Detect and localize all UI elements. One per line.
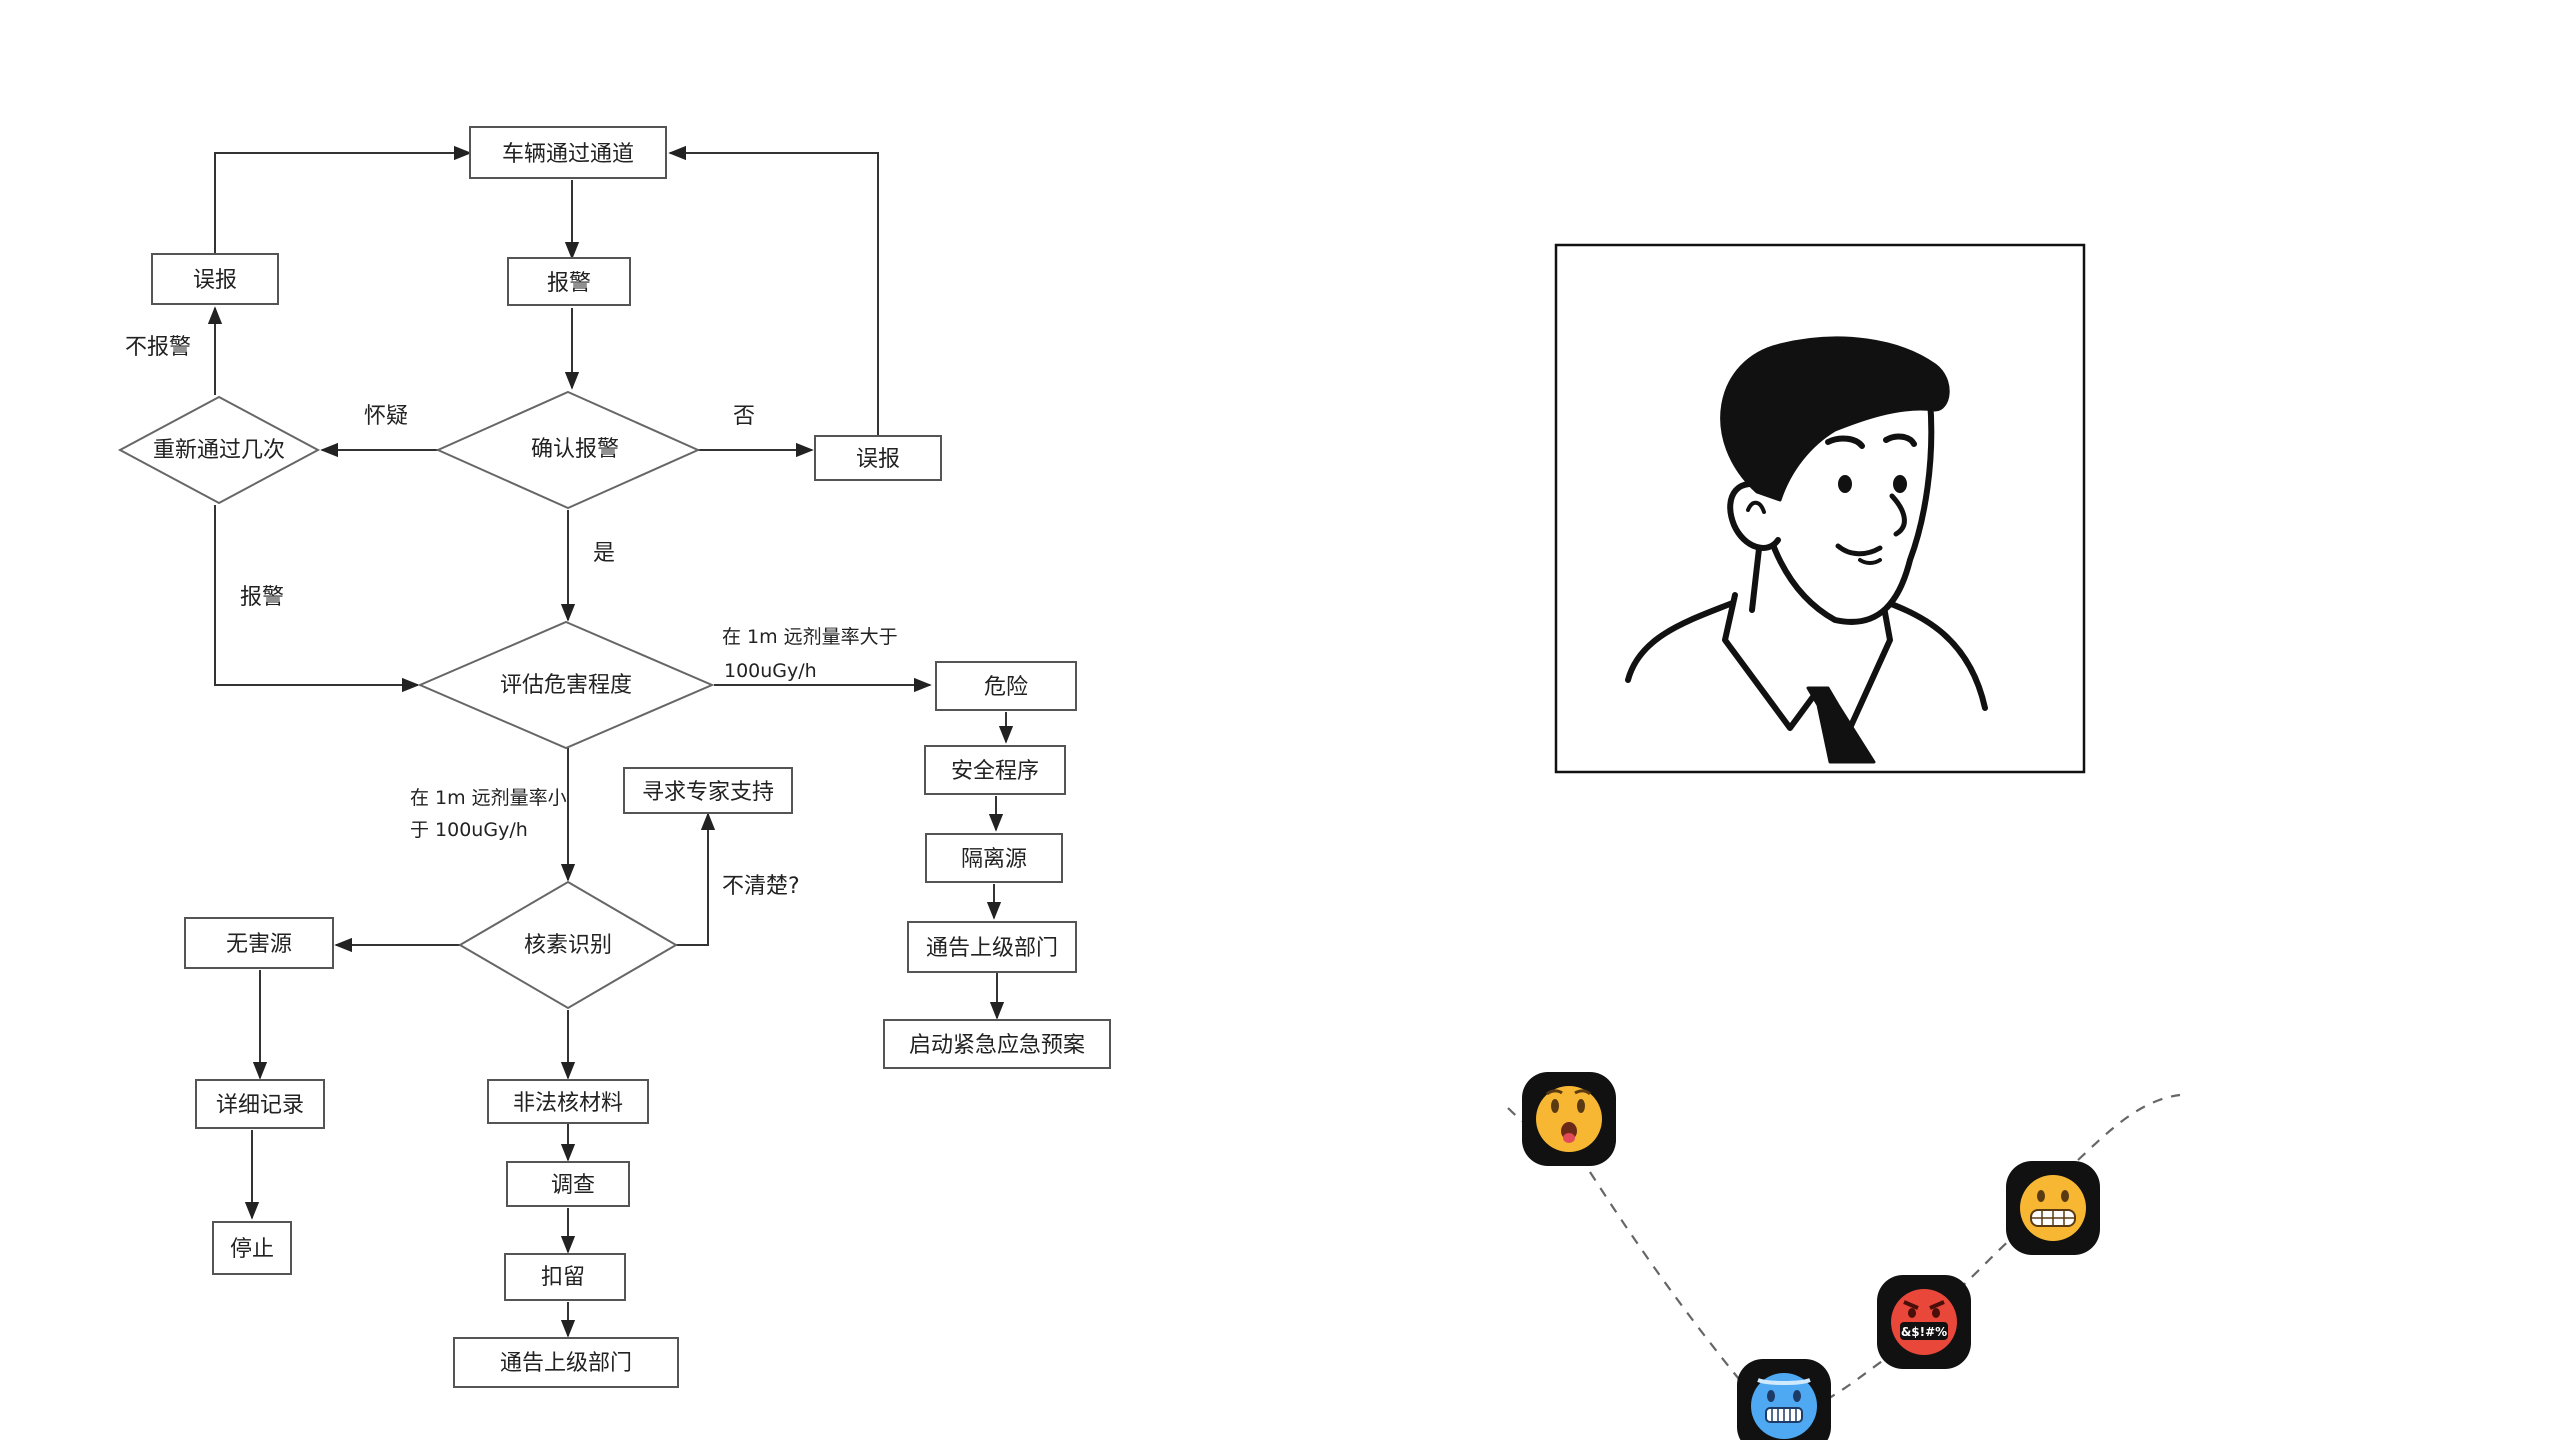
edge-nuclide-expert bbox=[676, 812, 716, 946]
node-record: 详细记录 bbox=[195, 1079, 325, 1129]
portrait-frame bbox=[1554, 243, 2086, 774]
man-with-tie-portrait-icon bbox=[1625, 336, 1988, 764]
emoji-face bbox=[1751, 1373, 1817, 1439]
node-false-left: 误报 bbox=[151, 253, 279, 305]
node-notify-right: 通告上级部门 bbox=[907, 921, 1077, 973]
label-high-rate-line2: 100uGy/h bbox=[724, 660, 817, 682]
svg-text:非法核材料: 非法核材料 bbox=[513, 1091, 623, 1116]
svg-text:车辆通过通道: 车辆通过通道 bbox=[502, 142, 634, 167]
cursing-symbols-text: &$!#% bbox=[1901, 1325, 1947, 1339]
emoji-face bbox=[2020, 1175, 2086, 1241]
dashed-path-end bbox=[2077, 1093, 2181, 1161]
svg-text:安全程序: 安全程序 bbox=[951, 759, 1039, 784]
node-safety: 安全程序 bbox=[924, 745, 1066, 795]
label-low-rate-line2: 于 100uGy/h bbox=[410, 819, 528, 841]
svg-text:通告上级部门: 通告上级部门 bbox=[500, 1351, 632, 1376]
label-yes: 是 bbox=[593, 541, 615, 566]
node-expert: 寻求专家支持 bbox=[623, 767, 793, 814]
label-suspect: 怀疑 bbox=[364, 404, 408, 429]
node-nuclide: 核素识别 bbox=[458, 880, 678, 1010]
svg-text:报警: 报警 bbox=[547, 271, 591, 296]
svg-text:通告上级部门: 通告上级部门 bbox=[926, 936, 1058, 961]
flowchart-edges bbox=[207, 145, 1014, 1338]
cold-face-emoji-icon bbox=[1737, 1359, 1831, 1440]
node-alarm: 报警 bbox=[507, 257, 631, 306]
node-detain: 扣留 bbox=[504, 1253, 626, 1301]
svg-text:详细记录: 详细记录 bbox=[216, 1093, 304, 1118]
node-pass: 车辆通过通道 bbox=[469, 126, 667, 179]
flowchart: 车辆通过通道 报警 误报 确认报警 误报 重新通过几次 bbox=[117, 126, 1111, 1388]
node-emergency: 启动紧急应急预案 bbox=[883, 1019, 1111, 1069]
svg-text:调查: 调查 bbox=[551, 1173, 595, 1198]
svg-text:扣留: 扣留 bbox=[541, 1265, 585, 1290]
svg-text:危险: 危险 bbox=[984, 675, 1028, 700]
svg-text:停止: 停止 bbox=[230, 1237, 274, 1262]
label-alarm-again: 报警 bbox=[240, 585, 284, 610]
flowchart-nodes: 车辆通过通道 报警 误报 确认报警 误报 重新通过几次 bbox=[117, 126, 1111, 1388]
surprised-tongue-emoji-icon bbox=[1522, 1072, 1616, 1166]
dashed-path-segment-3 bbox=[1957, 1239, 2011, 1291]
svg-text:误报: 误报 bbox=[193, 268, 237, 293]
node-investigate: 调查 bbox=[506, 1161, 630, 1207]
edge-false-pass bbox=[668, 145, 879, 436]
svg-text:寻求专家支持: 寻求专家支持 bbox=[642, 780, 774, 805]
svg-text:核素识别: 核素识别 bbox=[524, 933, 612, 958]
node-assess: 评估危害程度 bbox=[417, 620, 715, 750]
edge-false-pass-left bbox=[214, 145, 472, 254]
label-high-rate-line1: 在 1m 远剂量率大于 bbox=[722, 626, 898, 648]
label-no-alarm: 不报警 bbox=[125, 335, 191, 360]
label-unclear: 不清楚? bbox=[722, 874, 800, 899]
svg-text:无害源: 无害源 bbox=[226, 932, 292, 957]
node-danger: 危险 bbox=[935, 661, 1077, 711]
node-stop: 停止 bbox=[212, 1221, 292, 1275]
node-notify-bottom: 通告上级部门 bbox=[453, 1337, 679, 1388]
node-isolate: 隔离源 bbox=[925, 833, 1063, 883]
svg-text:评估危害程度: 评估危害程度 bbox=[500, 673, 632, 698]
svg-text:误报: 误报 bbox=[856, 447, 900, 472]
node-illegal: 非法核材料 bbox=[487, 1079, 649, 1124]
cursing-face-emoji-icon: &$!#% bbox=[1877, 1275, 1971, 1369]
emoji-path: &$!#% bbox=[1507, 1072, 2181, 1440]
label-no: 否 bbox=[733, 404, 755, 429]
label-low-rate-line1: 在 1m 远剂量率小 bbox=[410, 787, 567, 809]
node-confirm: 确认报警 bbox=[435, 390, 701, 510]
grimacing-face-emoji-icon bbox=[2006, 1161, 2100, 1255]
flowchart-edge-labels: 不报警 怀疑 否 是 报警 在 1m 远剂量率大于 100uGy/h 在 1m … bbox=[125, 335, 898, 899]
svg-text:确认报警: 确认报警 bbox=[531, 437, 619, 462]
node-false-right: 误报 bbox=[814, 435, 942, 481]
svg-text:启动紧急应急预案: 启动紧急应急预案 bbox=[909, 1033, 1085, 1058]
node-harmless: 无害源 bbox=[184, 917, 334, 969]
edge-repass-assess bbox=[214, 505, 420, 693]
node-repass: 重新通过几次 bbox=[117, 395, 321, 505]
svg-text:隔离源: 隔离源 bbox=[961, 847, 1027, 872]
dashed-path-segment-1 bbox=[1589, 1171, 1753, 1396]
svg-text:重新通过几次: 重新通过几次 bbox=[153, 438, 285, 463]
